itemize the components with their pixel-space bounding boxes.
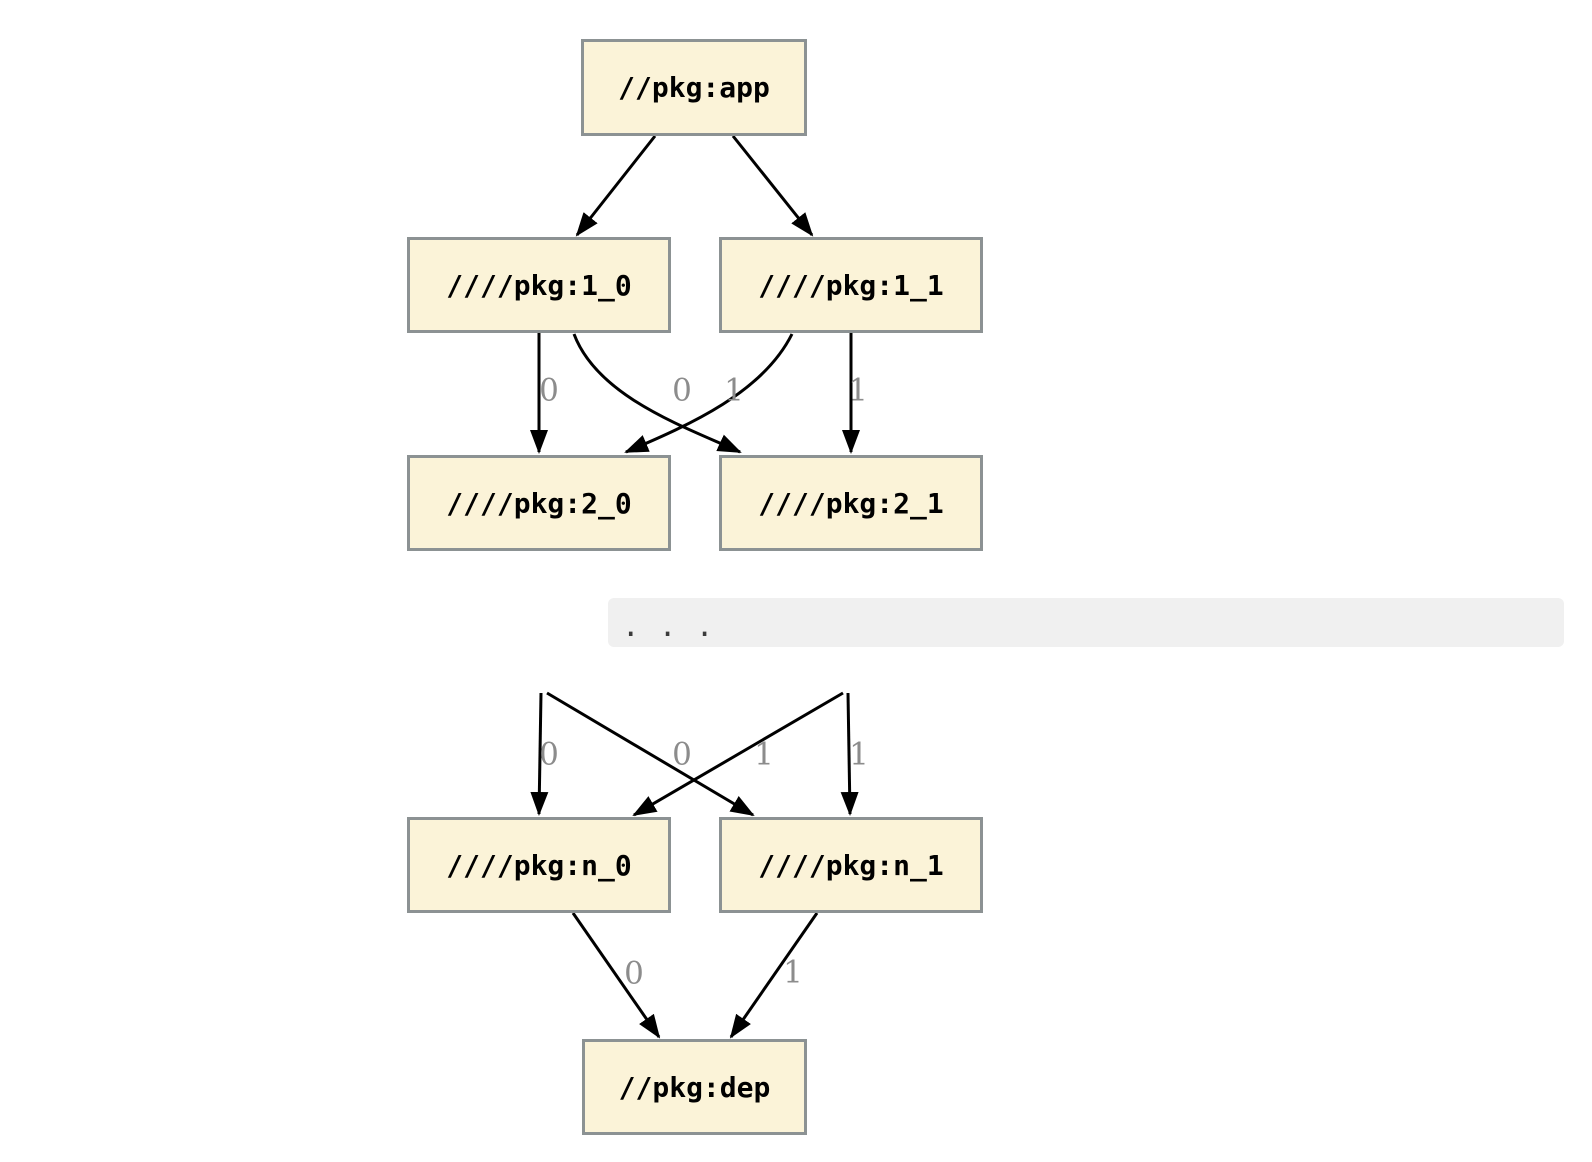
node-label: ////pkg:1_1 <box>758 268 944 302</box>
graph-edge-dots-to-n-0 <box>530 692 549 816</box>
graph-node-2-1: ////pkg:2_1 <box>719 455 983 551</box>
graph-edge-n-0-to-dep <box>571 912 661 1039</box>
edge-label-1-0-to-2-1: 0 <box>672 372 692 409</box>
graph-edge-1-1-to-2-0 <box>624 333 794 454</box>
node-label: //pkg:dep <box>618 1070 771 1104</box>
graph-edge-1-0-to-2-1 <box>572 333 742 454</box>
edge-label-dots-to-n-1-cross: 0 <box>672 736 692 773</box>
node-label: ////pkg:n_0 <box>446 848 632 882</box>
edge-label-n-1-to-dep: 1 <box>783 954 803 991</box>
edge-label-dots-to-n-0: 0 <box>539 736 559 773</box>
edge-label-dots-to-n-1: 1 <box>849 736 869 773</box>
graph-node-n-0: ////pkg:n_0 <box>407 817 671 913</box>
node-label: ////pkg:n_1 <box>758 848 944 882</box>
graph-edge-dots-to-n-1 <box>840 692 859 816</box>
edge-label-1-1-to-2-0: 1 <box>724 372 744 409</box>
node-label: ////pkg:1_0 <box>446 268 632 302</box>
node-label: //pkg:app <box>618 71 770 104</box>
graph-edge-n-1-to-dep <box>729 912 819 1039</box>
edge-label-n-0-to-dep: 0 <box>624 955 644 992</box>
edge-label-1-0-to-2-0: 0 <box>539 372 559 409</box>
graph-node-n-1: ////pkg:n_1 <box>719 817 983 913</box>
graph-edge-app-to-1-1 <box>731 135 814 237</box>
graph-node-dep: //pkg:dep <box>582 1039 807 1135</box>
graph-edge-dots-to-n-1-cross <box>546 691 755 817</box>
graph-node-app: //pkg:app <box>581 39 807 136</box>
graph-node-1-1: ////pkg:1_1 <box>719 237 983 333</box>
node-label: ////pkg:2_1 <box>758 486 944 520</box>
edge-label-1-1-to-2-1: 1 <box>848 372 868 409</box>
graph-edge-app-to-1-0 <box>575 135 657 237</box>
graph-node-1-0: ////pkg:1_0 <box>407 237 671 333</box>
ellipsis-text: . . . <box>622 608 715 643</box>
graph-node-2-0: ////pkg:2_0 <box>407 455 671 551</box>
edge-label-dots-to-n-0-cross: 1 <box>754 736 774 773</box>
ellipsis-band: . . . <box>608 598 1564 647</box>
node-label: ////pkg:2_0 <box>446 486 632 520</box>
graph-edge-dots-to-n-0-cross <box>632 691 844 817</box>
